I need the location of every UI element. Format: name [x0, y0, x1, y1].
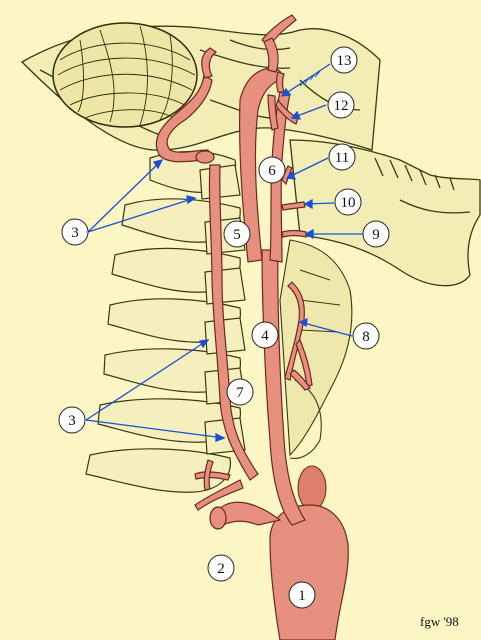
cerebellum [52, 22, 198, 128]
arteries [155, 14, 349, 640]
label-3-lower: 3 [68, 413, 76, 429]
artist-signature: fgw '98 [420, 614, 459, 629]
label-6: 6 [268, 163, 276, 179]
label-4: 4 [261, 328, 269, 344]
label-pointers [85, 63, 364, 442]
label-10: 10 [341, 195, 356, 211]
label-11: 11 [335, 150, 349, 166]
label-1: 1 [298, 588, 306, 604]
larynx-cartilage [279, 239, 353, 459]
label-5: 5 [233, 227, 241, 243]
label-circles [58, 46, 390, 609]
label-3-upper: 3 [71, 225, 79, 241]
aortic-arch [269, 504, 349, 640]
label-8: 8 [362, 329, 370, 345]
label-12: 12 [334, 98, 349, 114]
label-7: 7 [236, 385, 244, 401]
label-numbers: 1 2 3 3 4 5 6 7 8 9 10 11 12 13 [68, 53, 380, 604]
label-9: 9 [372, 227, 380, 243]
thyroid-gland [297, 465, 327, 511]
mandible [289, 139, 481, 287]
common-carotid-artery [261, 249, 306, 526]
vertebral-artery [208, 164, 259, 481]
hatch-marks [299, 70, 321, 87]
label-2: 2 [217, 561, 225, 577]
label-13: 13 [337, 53, 352, 69]
